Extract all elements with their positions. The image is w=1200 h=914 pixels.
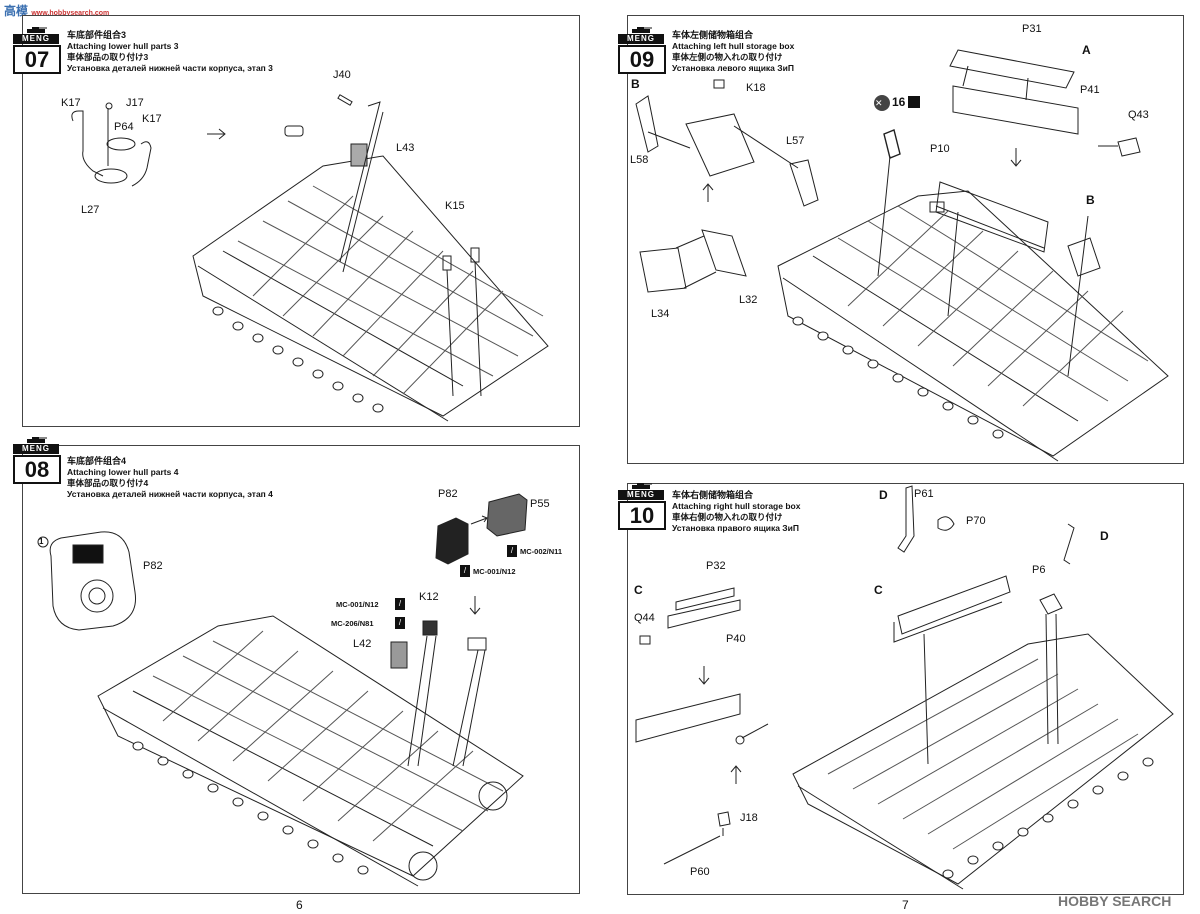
bottom-watermark: HOBBY SEARCH	[1058, 893, 1172, 909]
paint-icon: /	[460, 565, 470, 577]
part-l32: L32	[739, 294, 758, 306]
tank-icon	[632, 483, 652, 489]
part-p82: P82	[438, 488, 458, 500]
tank-icon	[27, 27, 47, 33]
top-watermark: 高模 www.hobbysearch.com	[4, 2, 109, 19]
part-l27: L27	[81, 204, 100, 216]
part-p55: P55	[530, 498, 550, 510]
paint-code-3: MC-001/N12	[336, 600, 379, 609]
step-09-panel: MENG 09 车体左侧储物箱组合 Attaching left hull st…	[618, 15, 1184, 464]
step-10-title-ru: Установка правого ящика ЗиП	[672, 523, 799, 533]
step-08-number: 08	[13, 455, 61, 484]
part-p40: P40	[726, 633, 746, 645]
page-number-right: 7	[902, 898, 909, 912]
part-j17: J17	[126, 97, 144, 109]
part-q44: Q44	[634, 612, 655, 624]
step-09-number: 09	[618, 45, 666, 74]
page-number-left: 6	[296, 898, 303, 912]
part-l42: L42	[353, 638, 372, 650]
step-07-title-en: Attaching lower hull parts 3	[67, 41, 179, 51]
step-07-titles: 车底部件组合3 Attaching lower hull parts 3 車体部…	[67, 30, 273, 74]
top-watermark-text: 高模	[4, 4, 29, 18]
step-09-brand: MENG	[618, 34, 664, 44]
step-08-badge: MENG 08	[13, 436, 61, 484]
subassembly-c-label-2: C	[634, 583, 643, 597]
step-08-panel: MENG 08 车底部件组合4 Attaching lower hull par…	[13, 437, 580, 894]
step-08-drawing	[37, 493, 528, 887]
part-p10: P10	[930, 143, 950, 155]
part-l34: L34	[651, 308, 670, 320]
paint-icon: /	[507, 545, 517, 557]
step-07-brand: MENG	[13, 34, 59, 44]
subassembly-b-label-2: B	[1086, 193, 1095, 207]
part-k18: K18	[746, 82, 766, 94]
step-07-title-cn: 车底部件组合3	[67, 30, 127, 40]
step-10-drawing	[635, 485, 1174, 890]
step-09-title-ru: Установка левого ящика ЗиП	[672, 63, 794, 73]
step-07-title-ru: Установка деталей нижней части корпуса, …	[67, 63, 273, 73]
step-10-titles: 车体右侧储物箱组合 Attaching right hull storage b…	[672, 490, 800, 534]
paint-code-2: MC-001/N12	[473, 567, 516, 576]
callout-number-1: 1	[39, 537, 44, 546]
part-p64: P64	[114, 121, 134, 133]
part-p60: P60	[690, 866, 710, 878]
step-07-title-jp: 車体部品の取り付け3	[67, 52, 149, 62]
part-p31: P31	[1022, 23, 1042, 35]
step-10-panel: MENG 10 车体右侧储物箱组合 Attaching right hull s…	[618, 483, 1184, 895]
part-q43: Q43	[1128, 109, 1149, 121]
quantity-x16: ✕	[875, 98, 883, 108]
quantity-16: 16	[892, 95, 906, 109]
step-10-title-cn: 车体右侧储物箱组合	[672, 490, 754, 500]
tank-icon	[632, 27, 652, 33]
subassembly-d-label-2: D	[1100, 529, 1109, 543]
part-k12: K12	[419, 591, 439, 603]
step-08-brand: MENG	[13, 444, 59, 454]
paint-code-4: MC-206/N81	[331, 619, 374, 628]
step-07-badge: MENG 07	[13, 26, 61, 74]
part-l57: L57	[786, 135, 805, 147]
step-10-brand: MENG	[618, 490, 664, 500]
part-j40: J40	[333, 69, 351, 81]
subassembly-d-label: D	[879, 488, 888, 502]
step-10-title-jp: 車体右側の物入れの取り付け	[672, 512, 783, 522]
step-08-title-en: Attaching lower hull parts 4	[67, 467, 179, 477]
step-08-title-cn: 车底部件组合4	[67, 456, 127, 466]
step-09-titles: 车体左侧储物箱组合 Attaching left hull storage bo…	[672, 30, 794, 74]
subassembly-a-label: A	[1082, 43, 1091, 57]
step-09-drawing	[635, 49, 1169, 462]
top-watermark-url: www.hobbysearch.com	[31, 10, 110, 17]
part-p70: P70	[966, 515, 986, 527]
part-p6: P6	[1032, 564, 1046, 576]
part-k17-a: K17	[61, 97, 81, 109]
tank-icon	[27, 437, 47, 443]
step-07-panel: MENG 07 车底部件组合3 Attaching lower hull par…	[13, 15, 580, 427]
part-p41: P41	[1080, 84, 1100, 96]
step-10-badge: MENG 10	[618, 482, 666, 530]
part-p82-detail: P82	[143, 560, 163, 572]
part-k15: K15	[445, 200, 465, 212]
part-j18: J18	[740, 812, 758, 824]
paint-icon: /	[395, 598, 405, 610]
paint-icon: /	[395, 617, 405, 629]
part-l58: L58	[630, 154, 649, 166]
part-l43: L43	[396, 142, 415, 154]
step-07-drawing	[71, 94, 549, 422]
part-p61: P61	[914, 488, 934, 500]
step-08-titles: 车底部件组合4 Attaching lower hull parts 4 車体部…	[67, 456, 273, 500]
step-07-number: 07	[13, 45, 61, 74]
subassembly-c-label: C	[874, 583, 883, 597]
part-p32: P32	[706, 560, 726, 572]
step-10-number: 10	[618, 501, 666, 530]
step-08-title-jp: 車体部品の取り付け4	[67, 478, 149, 488]
step-09-badge: MENG 09	[618, 26, 666, 74]
step-08-title-ru: Установка деталей нижней части корпуса, …	[67, 489, 273, 499]
step-10-title-en: Attaching right hull storage box	[672, 501, 801, 511]
part-k17-b: K17	[142, 113, 162, 125]
step-09-title-jp: 車体左側の物入れの取り付け	[672, 52, 783, 62]
step-09-title-en: Attaching left hull storage box	[672, 41, 795, 51]
paint-code-1: MC-002/N11	[520, 547, 563, 556]
step-09-title-cn: 车体左侧储物箱组合	[672, 30, 754, 40]
subassembly-b-label: B	[631, 77, 640, 91]
